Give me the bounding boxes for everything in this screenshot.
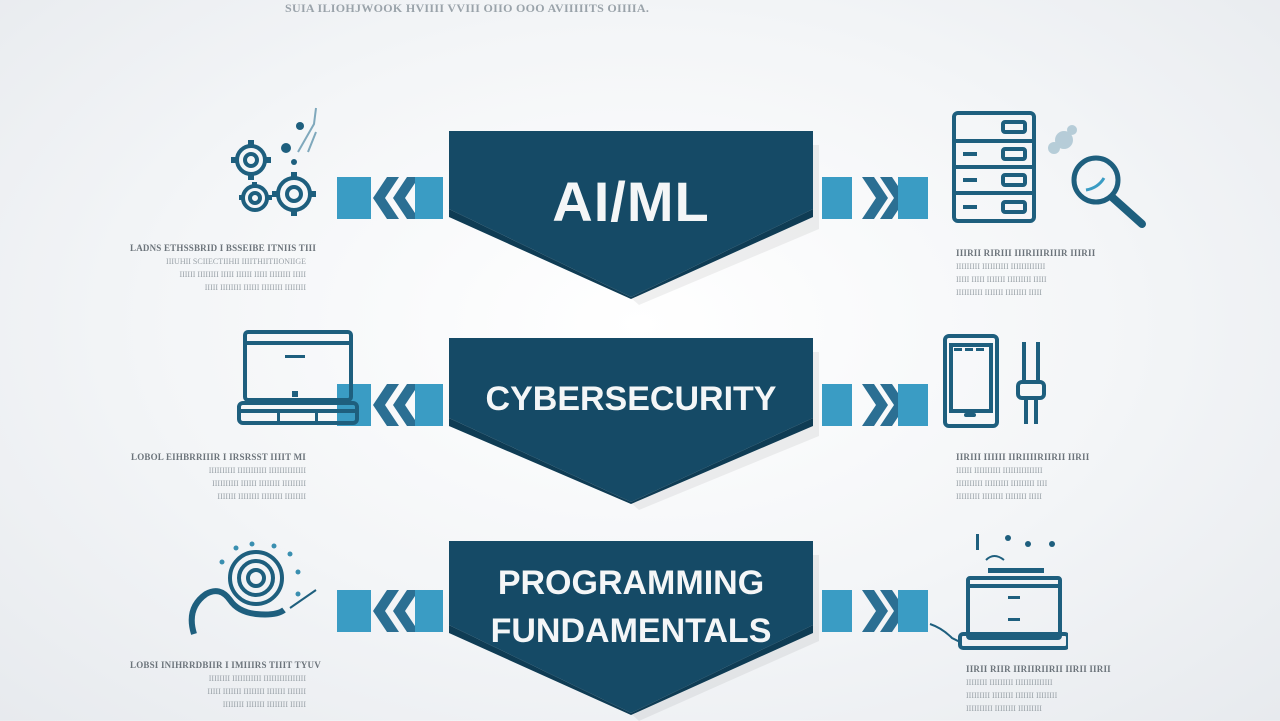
left-chevron-arrow-2 <box>337 384 443 426</box>
left-chevron-arrow-1 <box>337 177 443 219</box>
top-caption: SUIA ILIOHJWOOK HVIIII VVIII OIIO OOO AV… <box>285 1 650 15</box>
description-title: IIRIII IIIIII IIRIIIIRIIRII IIRII <box>956 452 1090 462</box>
plug-icon <box>1016 342 1046 424</box>
description-line: IIIIIIII IIIIIIIII IIIIIIIIIIIIII <box>966 678 1053 687</box>
description-line: IIIIIIIII IIIIIIIIII IIIIIIIIIIIII <box>956 262 1046 271</box>
description-line: IIIIIIII IIIIIII IIIIIIII IIIIII <box>222 700 306 709</box>
description-line: IIIIIIIIII IIIIII IIIIIIII IIIIIIIII <box>212 479 306 488</box>
description-title: IIRII RIIR IIRIIRIIRII IIRII IIRII <box>966 664 1111 674</box>
banner-cybersecurity: CYBERSECURITY <box>449 338 819 510</box>
banner-label-line1: PROGRAMMING <box>497 564 765 602</box>
description-line: IIIIIIII IIIIIIIIIII IIIIIIIIIIIIIIII <box>208 674 306 683</box>
description-title: IIIRII RIRIII IIIRIIIRIIIR IIIRII <box>956 248 1096 258</box>
right-chevron-arrow-3 <box>822 590 928 632</box>
target-spiral-icon <box>188 541 317 635</box>
description-line: IIIIIIIII IIIIIIII IIIIIIII IIIII <box>956 492 1042 501</box>
banner-label-line2: FUNDAMENTALS <box>490 612 772 650</box>
description-left-2: LOBOL EIHBRRIIIR I IRSRSST IIIIT MI IIII… <box>130 452 306 501</box>
gears-icon <box>231 107 317 216</box>
description-title: LADNS ETHSSBRID I BSSEIBE ITNIIS TIII <box>130 243 317 253</box>
banner-label: AI/ML <box>552 170 710 233</box>
description-line: IIIIII IIIIIIII IIIII IIIIII IIIII IIIII… <box>179 270 306 279</box>
description-line: IIIIII IIIIIIIIII IIIIIIIIIIIIIII <box>956 466 1043 475</box>
smartphone-icon <box>943 334 999 428</box>
banner-ai-ml: AI/ML <box>449 131 819 305</box>
description-line: IIIII IIIIIIII IIIIII IIIIIIII IIIIIIII <box>204 283 306 292</box>
description-right-2: IIRIII IIIIII IIRIIIIRIIRII IIRII IIIIII… <box>956 452 1136 501</box>
left-chevron-arrow-3 <box>337 590 443 632</box>
description-title: LOBOL EIHBRRIIIR I IRSRSST IIIIT MI <box>131 452 306 462</box>
description-line: IIIIIIIIII IIIIIIIIIII IIIIIIIIIIIIII <box>208 466 306 475</box>
description-line: IIIIIIIIII IIIIIIIII IIIIIIIII IIII <box>956 479 1048 488</box>
laptop-code-icon <box>929 534 1068 650</box>
description-line: IIIIIIIII IIIIIIII IIIIIII IIIIIIII <box>966 691 1058 700</box>
magnifier-icon <box>1048 125 1146 228</box>
banner-shape <box>449 131 819 305</box>
right-chevron-arrow-1 <box>822 177 928 219</box>
description-right-1: IIIRII RIRIII IIIRIIIRIIIR IIIRII IIIIII… <box>956 248 1136 297</box>
description-line: IIIII IIIIIII IIIIIIII IIIIIII IIIIIII <box>207 687 306 696</box>
description-line: IIIIIIIIII IIIIIIII IIIIIIIII <box>966 704 1042 713</box>
banner-shape <box>449 541 819 721</box>
laptop-icon <box>237 330 359 425</box>
banner-shape <box>449 338 819 510</box>
banner-programming-fundamentals: PROGRAMMING FUNDAMENTALS <box>449 541 819 721</box>
description-line: IIIIIIIIII IIIIIII IIIIIIII IIIII <box>956 288 1042 297</box>
banner-label: PROGRAMMING FUNDAMENTALS <box>449 559 813 655</box>
description-left-3: LOBSI INIHRRDBIIR I IMIIIRS TIIIT TYUV I… <box>130 660 321 709</box>
description-line: IIIIIII IIIIIIII IIIIIIII IIIIIIII <box>217 492 306 501</box>
server-rack-icon <box>952 111 1036 223</box>
description-title: LOBSI INIHRRDBIIR I IMIIIRS TIIIT TYUV <box>130 660 321 670</box>
description-line: IIIII IIIII IIIIIII IIIIIIIII IIIII <box>956 275 1047 284</box>
banner-label: CYBERSECURITY <box>485 380 777 418</box>
description-left-1: LADNS ETHSSBRID I BSSEIBE ITNIIS TIII II… <box>130 243 317 292</box>
description-line: IIIUHII SCIIECTIIHII IIIITHIITIIONIIGE <box>166 257 306 266</box>
right-chevron-arrow-2 <box>822 384 928 426</box>
description-right-3: IIRII RIIR IIRIIRIIRII IIRII IIRII IIIII… <box>966 664 1146 713</box>
